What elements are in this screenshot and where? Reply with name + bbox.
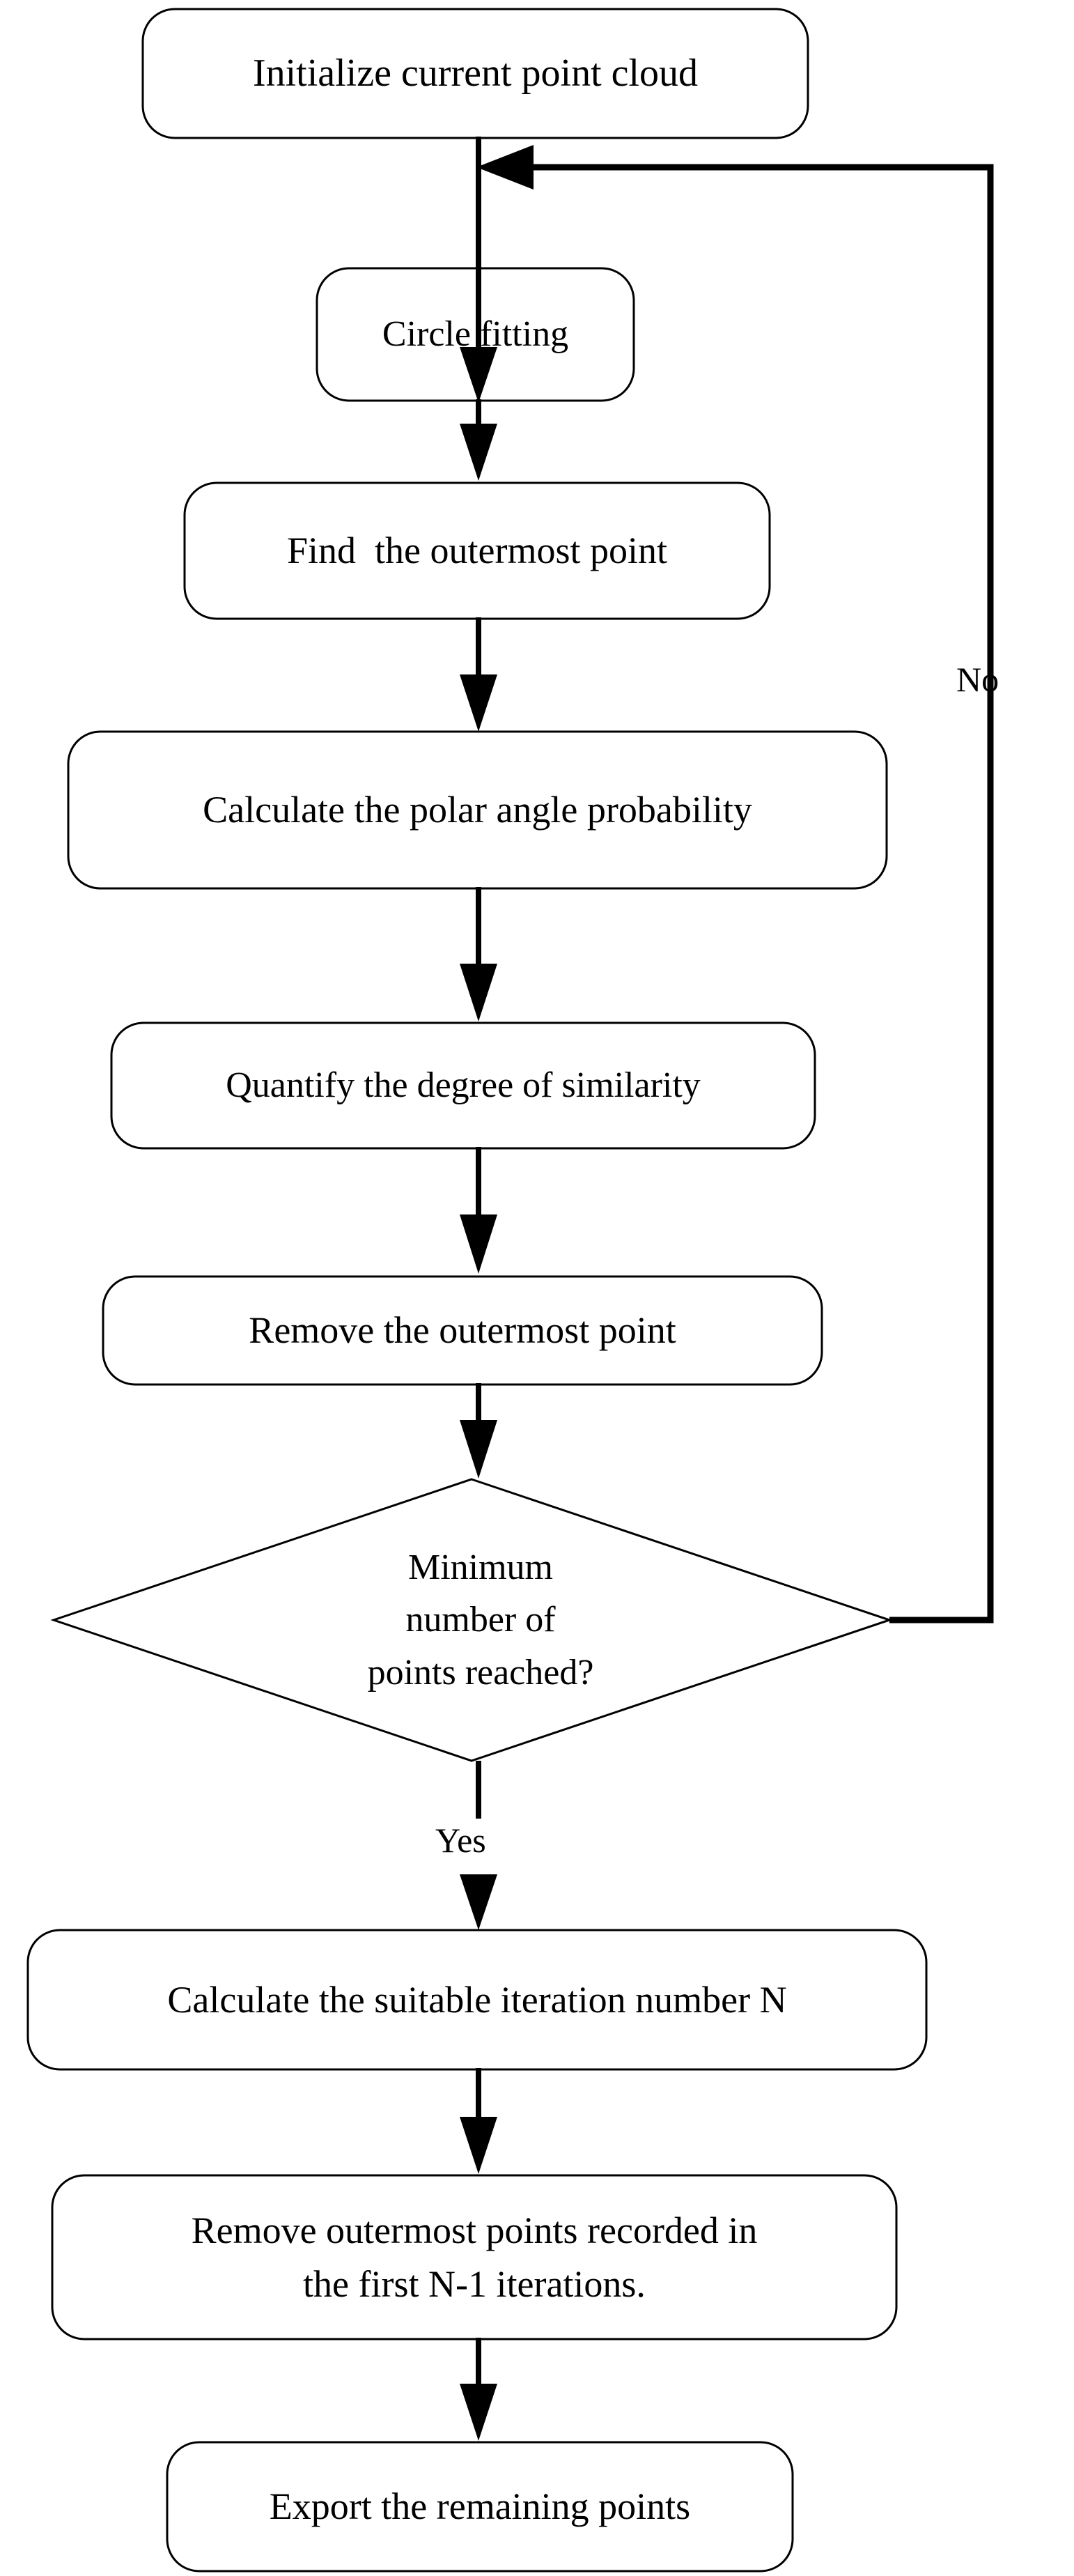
- connector-circle-fitting-to-find-outermost: [460, 399, 497, 481]
- connector-remove-outermost-to-decision: [460, 1383, 497, 1479]
- node-shape-similarity[interactable]: [110, 1021, 816, 1150]
- connector-find-outermost-to-polar-angle: [460, 617, 497, 732]
- node-shape-init[interactable]: [141, 8, 809, 139]
- node-shape-circle-fitting[interactable]: [316, 267, 635, 402]
- connector-iteration-number-to-remove-recorded: [460, 2068, 497, 2174]
- node-shape-remove-recorded[interactable]: [51, 2174, 898, 2340]
- connector-decision-yes-to-iteration-number: [460, 1761, 497, 1930]
- edge-label-no: No: [956, 660, 999, 699]
- edge-label-yes: Yes: [435, 1821, 486, 1860]
- connector-init-to-circle-fitting: [460, 137, 497, 403]
- node-shape-iteration-number[interactable]: [26, 1929, 928, 2071]
- connector-decision-no-feedback-loop: [476, 145, 994, 1624]
- node-shape-remove-outermost[interactable]: [102, 1275, 823, 1386]
- connector-polar-angle-to-similarity: [460, 887, 497, 1021]
- connector-similarity-to-remove-outermost: [460, 1147, 497, 1274]
- node-shape-min-points-decision[interactable]: [50, 1478, 893, 1762]
- node-shape-find-outermost[interactable]: [183, 481, 771, 620]
- node-shape-polar-angle[interactable]: [67, 730, 888, 890]
- connector-remove-recorded-to-export-points: [460, 2338, 497, 2441]
- node-shape-export-points[interactable]: [166, 2441, 794, 2573]
